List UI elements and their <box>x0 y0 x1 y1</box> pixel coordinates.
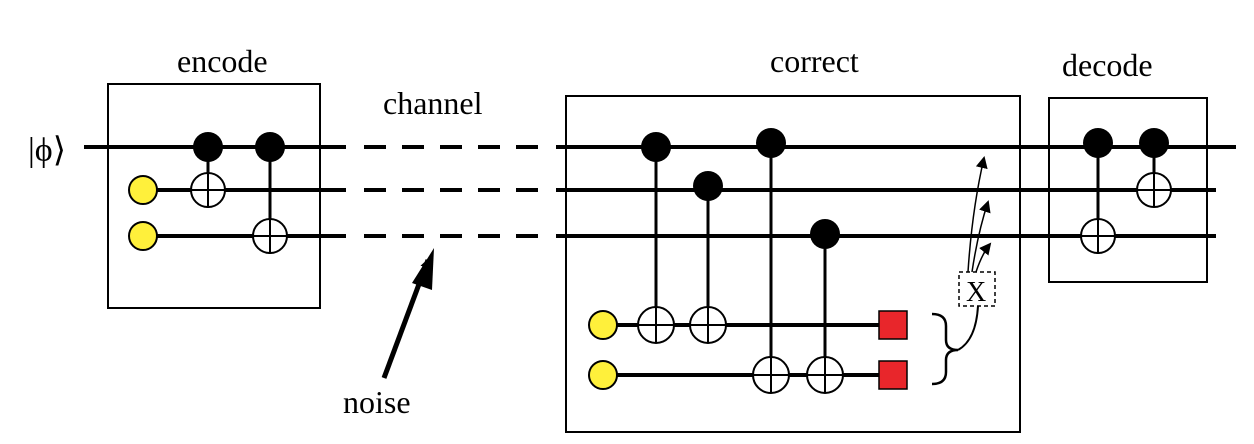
correct-cnot2-target <box>689 306 727 344</box>
x-gate-box <box>958 271 996 307</box>
x-gate-label: X <box>966 277 986 308</box>
classical-control-line <box>957 305 979 351</box>
encode-cnot1-control <box>193 132 223 162</box>
decode-label: decode <box>1062 47 1153 83</box>
correction-arrow-q3 <box>975 242 992 273</box>
correction-arrow-q2 <box>971 200 991 273</box>
input-state-label: |ϕ⟩ <box>28 132 66 169</box>
correct-label: correct <box>770 43 859 79</box>
ancilla-init-syndrome-2 <box>588 360 618 390</box>
encode-box <box>107 83 321 309</box>
noise-arrow-head <box>412 248 434 290</box>
encode-cnot1-target <box>190 172 226 208</box>
encode-cnot2-control <box>255 132 285 162</box>
correct-cnot4-control <box>810 219 840 249</box>
correct-cnot1-control <box>641 132 671 162</box>
decode-cnot2-target <box>1136 172 1172 208</box>
encode-label: encode <box>177 43 268 79</box>
measurement-2 <box>878 360 908 390</box>
correct-cnot3-control <box>756 128 786 158</box>
channel-label: channel <box>383 85 483 121</box>
decode-cnot1-target <box>1080 218 1116 254</box>
correct-cnot1-target <box>637 306 675 344</box>
decode-cnot1-control <box>1083 128 1113 158</box>
measurement-1 <box>878 310 908 340</box>
ancilla-init-syndrome-1 <box>588 310 618 340</box>
noise-label: noise <box>343 384 411 420</box>
encode-cnot2-target <box>252 218 288 254</box>
correction-arrow-q1 <box>967 156 988 273</box>
syndrome-brace <box>931 312 959 386</box>
correct-cnot3-target <box>752 356 790 394</box>
correct-box <box>565 95 1021 433</box>
correct-cnot4-target <box>806 356 844 394</box>
ancilla-init-q3 <box>128 221 158 251</box>
decode-cnot2-control <box>1139 128 1169 158</box>
correct-cnot2-control <box>693 171 723 201</box>
ancilla-init-q2 <box>128 175 158 205</box>
